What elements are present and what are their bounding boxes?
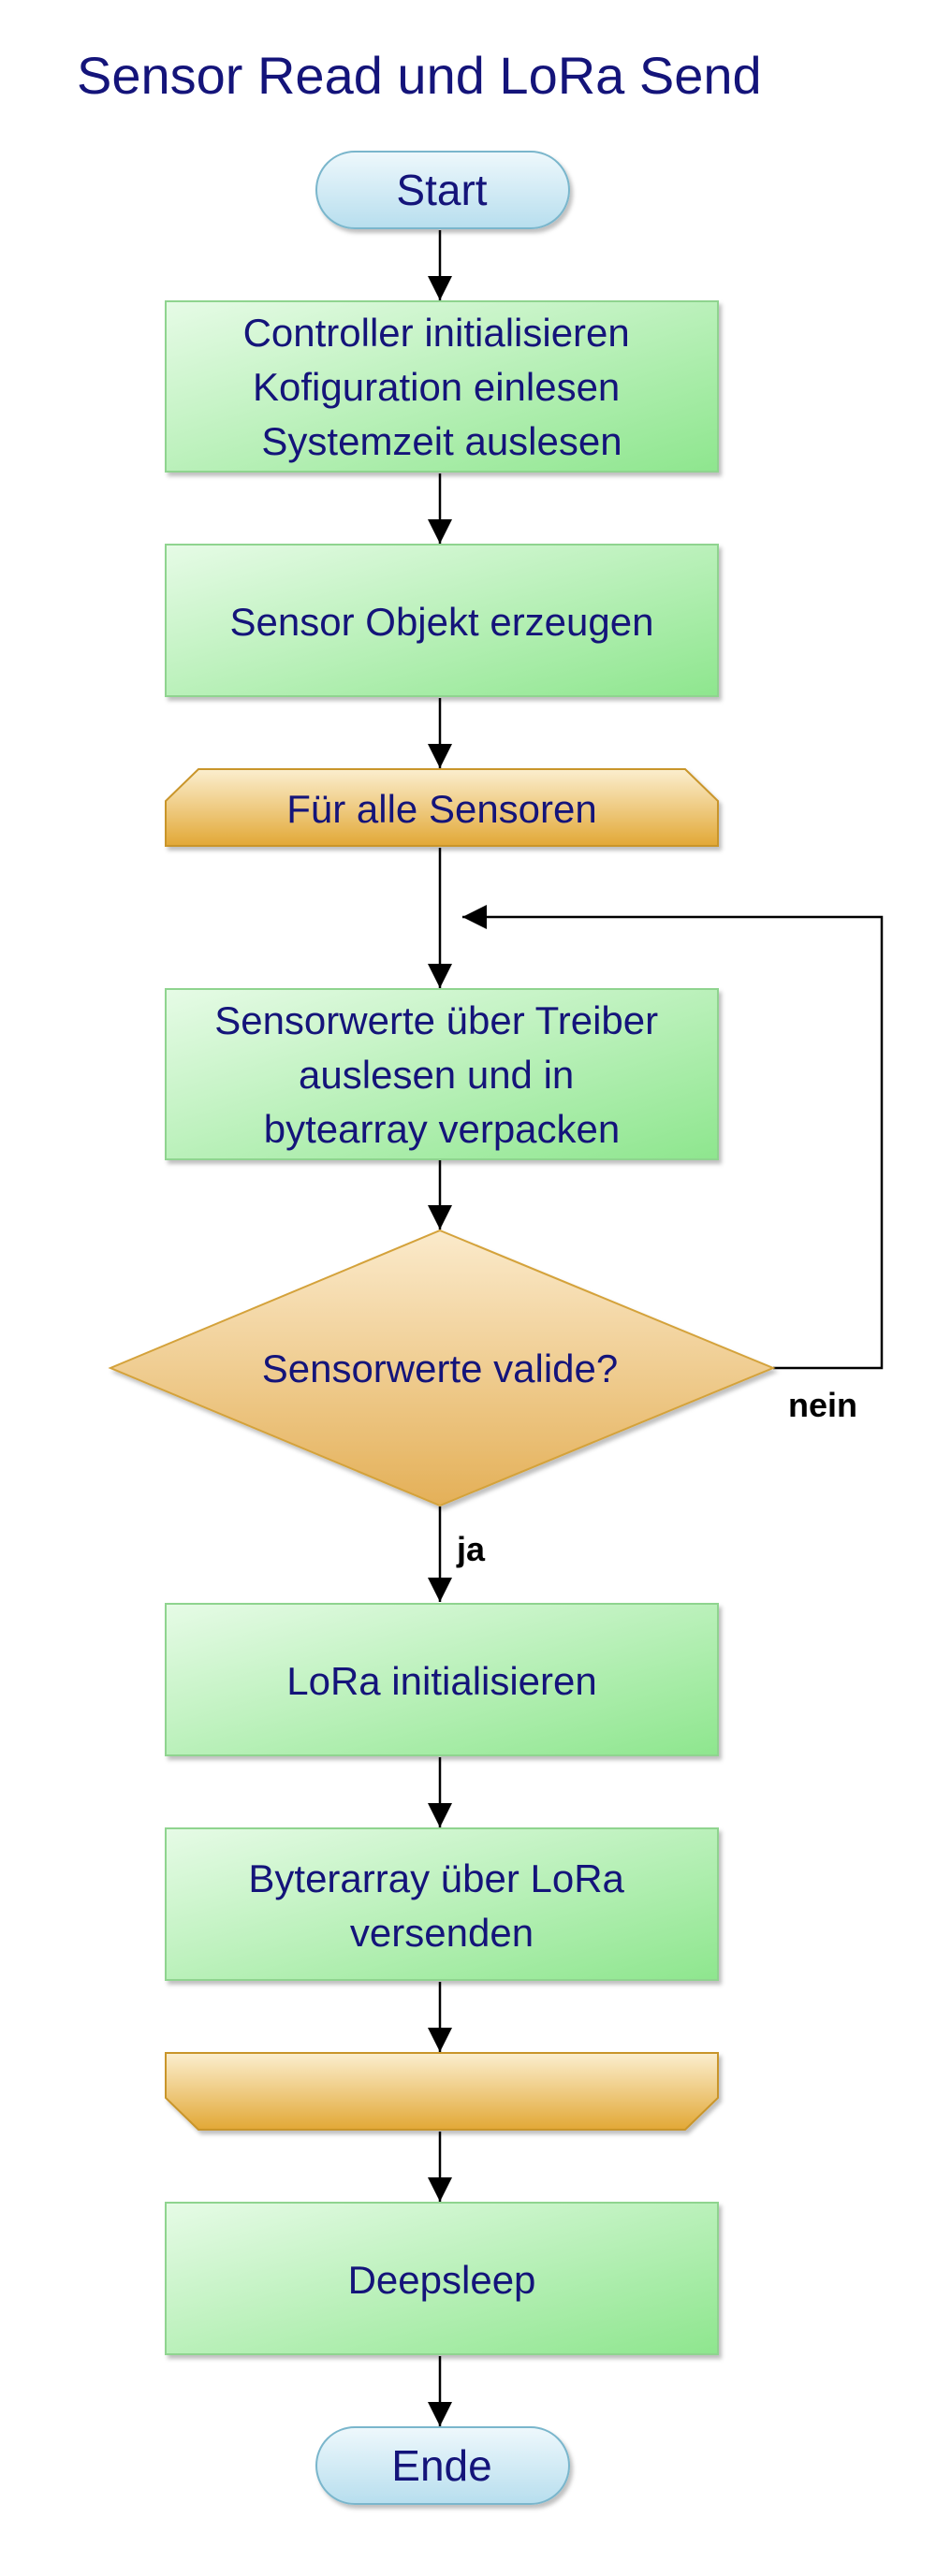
- edge-decision-no-loopback: [462, 905, 884, 1370]
- node-deepsleep-label: Deepsleep: [348, 2258, 536, 2302]
- edge-label-no: nein: [788, 1386, 857, 1424]
- node-read-line: auslesen und in: [299, 1053, 574, 1097]
- node-init-label: Controller initialisieren Kofiguration e…: [243, 311, 641, 463]
- node-init-line: Kofiguration einlesen: [253, 365, 620, 409]
- connectors: [428, 230, 884, 2426]
- node-lora-init: [165, 1603, 719, 1756]
- node-start-label: Start: [396, 166, 487, 214]
- node-init-line: Systemzeit auslesen: [261, 419, 622, 463]
- node-read-sensors-label: Sensorwerte über Treiber auslesen und in…: [214, 998, 669, 1151]
- node-send: [165, 1827, 719, 1981]
- node-read-line: Sensorwerte über Treiber: [214, 998, 658, 1042]
- node-read-sensors: [165, 988, 719, 1160]
- node-lora-init-label: LoRa initialisieren: [286, 1659, 597, 1703]
- node-init-line: Controller initialisieren: [243, 311, 630, 355]
- node-read-line: bytearray verpacken: [264, 1107, 621, 1151]
- node-end-label: Ende: [391, 2441, 491, 2490]
- node-sensor-object-label: Sensor Objekt erzeugen: [230, 600, 654, 644]
- node-start: [315, 151, 570, 229]
- node-loop-end: [165, 2052, 719, 2131]
- node-sensor-object: [165, 544, 719, 697]
- node-loop-start: [165, 768, 719, 847]
- node-end: [315, 2426, 570, 2505]
- diagram-title: Sensor Read und LoRa Send: [77, 46, 762, 105]
- node-deepsleep: [165, 2202, 719, 2355]
- node-send-line: versenden: [350, 1911, 534, 1955]
- node-decision-label: Sensorwerte valide?: [262, 1346, 619, 1390]
- edge-label-yes: ja: [456, 1530, 486, 1568]
- node-send-line: Byterarray über LoRa: [248, 1856, 624, 1900]
- node-decision: [108, 1229, 776, 1507]
- node-send-label: Byterarray über LoRa versenden: [248, 1856, 635, 1955]
- node-loop-start-label: Für alle Sensoren: [286, 787, 597, 831]
- node-init: [165, 300, 719, 473]
